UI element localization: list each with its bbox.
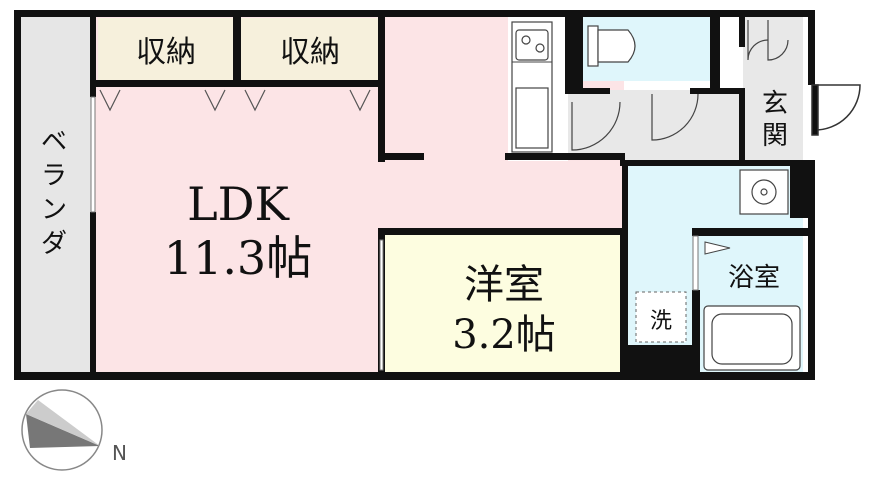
bath-door-marker <box>704 241 731 255</box>
washer-label: 洗 <box>650 309 672 334</box>
stove-icon <box>511 21 553 63</box>
kitchen-counter <box>511 21 553 153</box>
western-window <box>379 239 384 371</box>
veranda-char-1: ベ <box>41 127 67 157</box>
storage-right-area <box>240 18 380 82</box>
veranda-char-3: ン <box>41 195 67 225</box>
bath-door-frame <box>692 235 699 291</box>
western-room-area <box>384 232 624 375</box>
sink-icon <box>515 87 549 149</box>
compass-icon <box>21 389 103 471</box>
western-room-name-label: 洋室 <box>464 262 544 308</box>
storage-left-label: 収納 <box>136 35 196 70</box>
closet-door-marks <box>99 89 371 112</box>
veranda-window <box>90 96 96 213</box>
toilet-icon <box>587 25 636 67</box>
entrance-area <box>743 15 803 161</box>
door-swings <box>571 20 789 151</box>
ldk-size-label: 11.3帖 <box>164 231 312 285</box>
storage-right-label: 収納 <box>280 35 340 70</box>
veranda-char-2: ラ <box>41 161 67 191</box>
walls <box>14 10 815 380</box>
veranda-char-4: ダ <box>41 229 67 259</box>
ldk-name-label: LDK <box>187 177 290 231</box>
corridor-area <box>568 90 743 160</box>
entrance-door <box>811 84 861 136</box>
washer-pan <box>635 291 687 343</box>
washbasin-icon <box>739 169 789 215</box>
veranda-label: ベ ラ ン ダ <box>41 127 67 259</box>
bathtub-icon <box>703 305 801 371</box>
bathroom-label: 浴室 <box>728 263 780 293</box>
veranda-area <box>20 15 94 375</box>
entrance-label-line2: 関 <box>762 121 788 151</box>
compass-north-label: N <box>112 441 127 465</box>
western-room-size-label: 3.2帖 <box>452 312 556 358</box>
storage-left-area <box>98 18 234 82</box>
entrance-label-line1: 玄 <box>762 89 788 119</box>
